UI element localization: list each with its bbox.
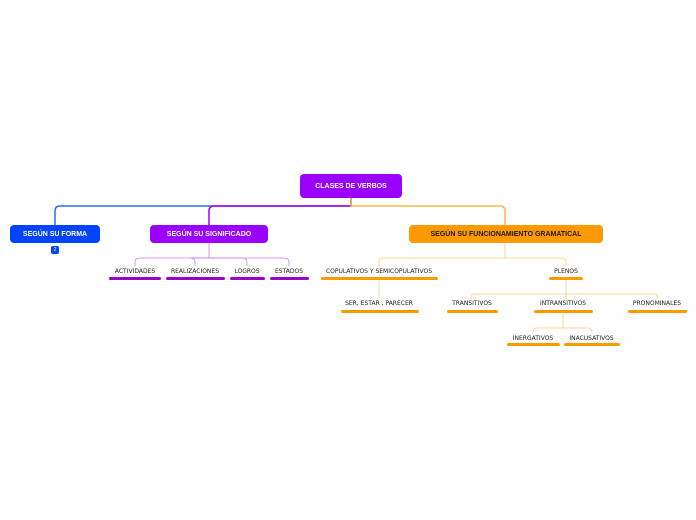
- leaf-label: ACTIVIDADES: [114, 268, 156, 275]
- underline-actividades: [109, 277, 161, 280]
- leaf-label: INERGATIVOS: [512, 335, 554, 342]
- leaf-inacusativos[interactable]: INACUSATIVOS: [563, 335, 620, 342]
- branch-significado-label: SEGÚN SU SIGNIFICADO: [166, 230, 252, 238]
- leaf-label: PRONOMINALES: [632, 300, 682, 307]
- leaf-estados[interactable]: ESTADOS: [269, 268, 309, 275]
- leaf-copulativos-y-semicopulativos[interactable]: COPULATIVOS Y SEMICOPULATIVOS: [320, 268, 438, 275]
- branch-node-segun-su-funcionamiento-gramatical[interactable]: SEGÚN SU FUNCIONAMIENTO GRAMATICAL: [409, 225, 603, 243]
- leaf-label: INACUSATIVOS: [569, 335, 614, 342]
- connectors-funcionamiento: [378, 243, 659, 333]
- branch-node-segun-su-significado[interactable]: SEGÚN SU SIGNIFICADO: [150, 225, 268, 243]
- underline-estados: [270, 277, 309, 280]
- badge-count: 2: [53, 247, 57, 253]
- leaf-actividades[interactable]: ACTIVIDADES: [108, 268, 162, 275]
- leaf-label: TRANSITIVOS: [452, 300, 492, 307]
- underline-transitivos: [447, 310, 498, 313]
- leaf-label: COPULATIVOS Y SEMICOPULATIVOS: [325, 268, 433, 275]
- leaf-label: SER, ESTAR , PARECER: [345, 300, 413, 307]
- underline-inacusativos: [564, 343, 620, 346]
- root-label: CLASES DE VERBOS: [315, 182, 387, 190]
- connectors-significado: [134, 243, 290, 266]
- connector-root-forma: [54, 198, 352, 225]
- leaf-intransitivos[interactable]: INTRANSITIVOS: [533, 300, 593, 307]
- leaf-inergativos[interactable]: INERGATIVOS: [506, 335, 560, 342]
- connector-root-funcionamiento: [350, 198, 506, 225]
- leaf-plenos[interactable]: PLENOS: [549, 268, 583, 275]
- leaf-pronominales[interactable]: PRONOMINALES: [627, 300, 687, 307]
- leaf-ser-estar-parecer[interactable]: SER, ESTAR , PARECER: [340, 300, 418, 307]
- underline-realizaciones: [166, 277, 225, 280]
- leaf-logros[interactable]: LOGROS: [229, 268, 265, 275]
- collapsed-count-badge[interactable]: 2: [51, 246, 59, 254]
- underline-inergativos: [507, 343, 560, 346]
- leaf-label: ESTADOS: [274, 268, 304, 275]
- leaf-label: INTRANSITIVOS: [540, 300, 586, 307]
- underline-pronominales: [628, 310, 687, 313]
- leaf-label: LOGROS: [234, 268, 260, 275]
- branch-funcionamiento-label: SEGÚN SU FUNCIONAMIENTO GRAMATICAL: [430, 230, 582, 238]
- branch-node-segun-su-forma[interactable]: SEGÚN SU FORMA: [10, 225, 100, 243]
- root-node-clases-de-verbos[interactable]: CLASES DE VERBOS: [300, 174, 402, 198]
- connector-root-significado: [208, 198, 352, 225]
- leaf-realizaciones[interactable]: REALIZACIONES: [165, 268, 225, 275]
- underline-ser-estar-parecer: [341, 310, 419, 313]
- leaf-label: PLENOS: [554, 268, 578, 275]
- underline-intransitivos: [534, 310, 593, 313]
- leaf-label: REALIZACIONES: [170, 268, 220, 275]
- underline-logros: [230, 277, 265, 280]
- underline-plenos: [549, 277, 583, 280]
- leaf-transitivos[interactable]: TRANSITIVOS: [446, 300, 498, 307]
- branch-forma-label: SEGÚN SU FORMA: [22, 230, 88, 238]
- underline-copulativos: [321, 277, 438, 280]
